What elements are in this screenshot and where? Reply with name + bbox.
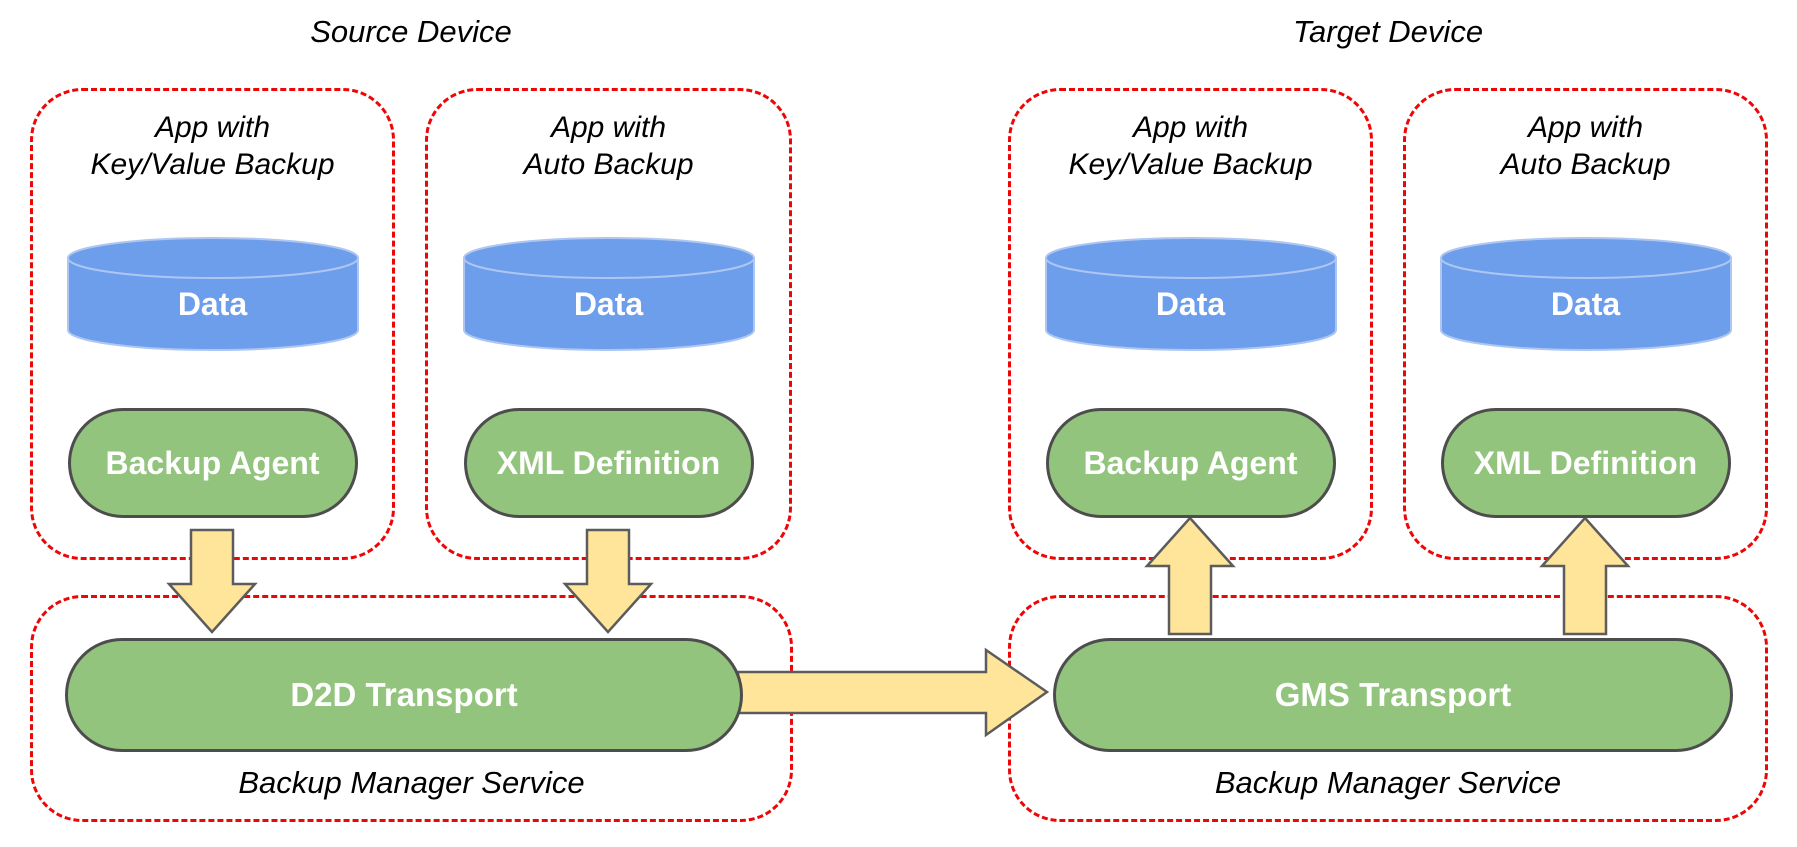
backup-manager-label: Backup Manager Service (238, 765, 585, 800)
app-title-line2: Key/Value Backup (1068, 148, 1313, 181)
component-pill-xml-definition: XML Definition (1440, 408, 1731, 518)
app-box-target-auto: App with Auto Backup Data XML Definition (1403, 88, 1768, 560)
app-title-line2: Auto Backup (523, 148, 694, 181)
data-cylinder-label: Data (1155, 286, 1226, 322)
app-title-line1: App with (154, 111, 271, 144)
app-box-source-auto: App with Auto Backup Data XML Definition (425, 88, 792, 560)
app-title: App with Key/Value Backup (33, 109, 392, 183)
data-cylinder: Data (1438, 236, 1734, 352)
data-cylinder-label: Data (1550, 286, 1621, 322)
app-title: App with Key/Value Backup (1011, 109, 1370, 183)
component-pill-label: XML Definition (496, 444, 721, 481)
component-pill-xml-definition: XML Definition (463, 408, 754, 518)
source-device-title: Source Device (310, 14, 512, 49)
app-title-line2: Auto Backup (1500, 148, 1671, 181)
data-cylinder: Data (461, 236, 757, 352)
backup-manager-label: Backup Manager Service (1214, 765, 1562, 800)
app-box-target-keyvalue: App with Key/Value Backup Data Backup Ag… (1008, 88, 1373, 560)
transport-pill-label: D2D Transport (290, 676, 518, 713)
component-pill-backup-agent: Backup Agent (67, 408, 358, 518)
data-cylinder-label: Data (177, 286, 248, 322)
component-pill-label: Backup Agent (105, 444, 320, 481)
app-title-line2: Key/Value Backup (90, 148, 335, 181)
backup-manager-box-target: GMS Transport Backup Manager Service (1008, 595, 1768, 822)
backup-manager-box-source: D2D Transport Backup Manager Service (30, 595, 793, 822)
component-pill-backup-agent: Backup Agent (1045, 408, 1336, 518)
app-title-line1: App with (550, 111, 667, 144)
data-cylinder-label: Data (573, 286, 644, 322)
component-pill-label: XML Definition (1473, 444, 1698, 481)
target-device-title: Target Device (1292, 14, 1484, 49)
component-pill-label: Backup Agent (1083, 444, 1298, 481)
app-title: App with Auto Backup (1406, 109, 1765, 183)
data-cylinder: Data (65, 236, 361, 352)
data-cylinder: Data (1043, 236, 1339, 352)
transport-pill-gms: GMS Transport (1053, 638, 1733, 752)
app-title-line1: App with (1132, 111, 1249, 144)
app-title-line1: App with (1527, 111, 1644, 144)
app-box-source-keyvalue: App with Key/Value Backup Data Backup Ag… (30, 88, 395, 560)
transport-pill-label: GMS Transport (1274, 676, 1512, 713)
app-title: App with Auto Backup (428, 109, 789, 183)
transport-pill-d2d: D2D Transport (65, 638, 743, 752)
